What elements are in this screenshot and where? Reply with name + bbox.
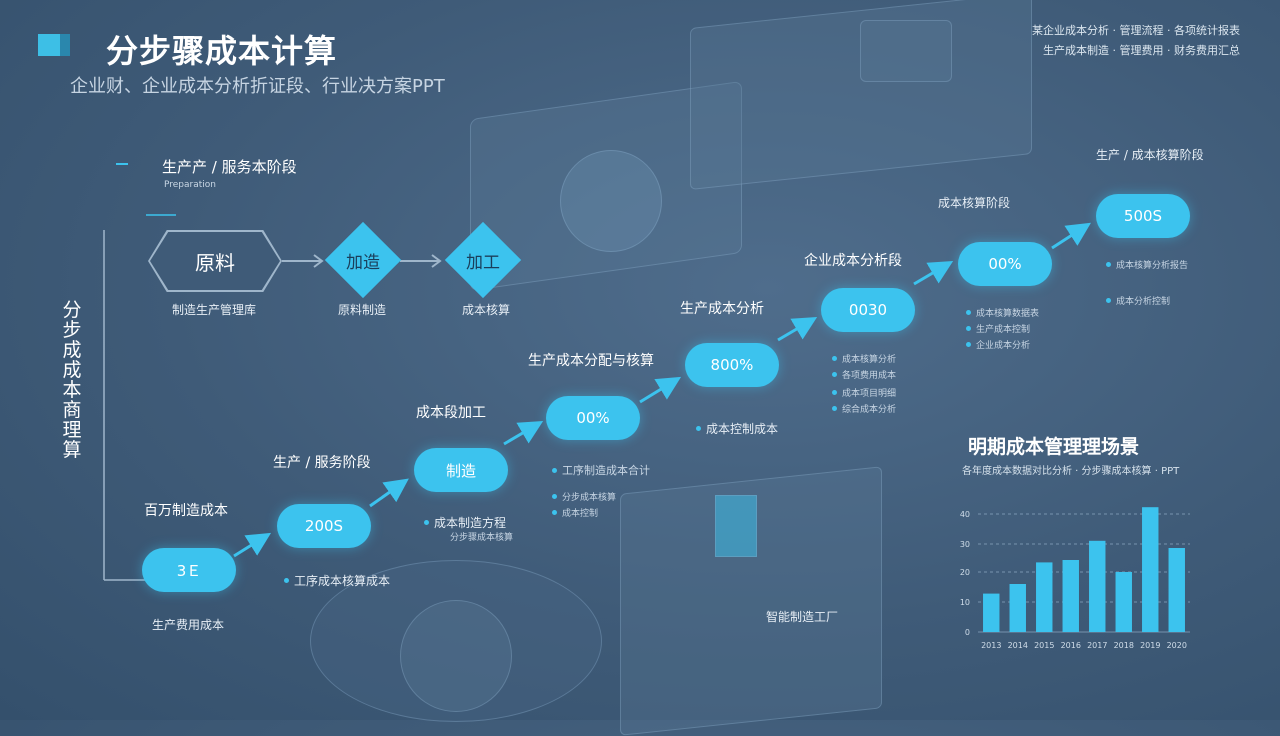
step-6-bullet-2: 各项费用成本 (832, 368, 896, 381)
step-1-bottom-label: 生产费用成本 (152, 618, 225, 632)
diamond-process-2: 加工 (443, 220, 523, 300)
diamond-process-1-caption: 原料制造 (338, 303, 387, 317)
step-8-bullet-2: 成本分析控制 (1106, 294, 1170, 307)
top-right-line-2: 生产成本制造 · 管理费用 · 财务费用汇总 (1043, 44, 1240, 57)
step-4-pill: 00% (546, 396, 640, 440)
diamond-process-1: 加造 (323, 220, 403, 300)
step-7-bullet-2: 生产成本控制 (966, 322, 1030, 335)
top-right-line-1: 某企业成本分析 · 管理流程 · 各项统计报表 (1032, 24, 1240, 37)
vertical-axis-label: 分步成成本商理算 (62, 299, 82, 461)
background-gear (400, 600, 512, 712)
y-tick-label: 40 (960, 510, 970, 519)
step-5-pill: 800% (685, 343, 779, 387)
page-subtitle: 企业财、企业成本分析折证段、行业决方案PPT (70, 76, 445, 97)
top-right-step-label: 生产 / 成本核算阶段 (1096, 148, 1204, 162)
bar-2013 (983, 593, 1000, 632)
title-mark (38, 34, 70, 56)
step-8-pill: 500S (1096, 194, 1190, 238)
x-tick-label: 2014 (1008, 641, 1028, 650)
y-tick-label: 0 (965, 628, 970, 637)
x-tick-label: 2013 (981, 641, 1001, 650)
y-tick-label: 20 (960, 568, 970, 577)
bar-2016 (1062, 560, 1079, 632)
chart-subtitle: 各年度成本数据对比分析 · 分步骤成本核算 · PPT (962, 466, 1180, 477)
x-tick-label: 2020 (1167, 641, 1187, 650)
connector-lines (103, 163, 442, 581)
step-6-bullet-3: 成本项目明细 (832, 386, 896, 399)
step-3-pill: 制造 (414, 448, 508, 492)
bar-chart: 0 10 20 30 40 2013 2014 2015 2016 2017 2018 2019 202… (960, 507, 1190, 650)
step-2-top-label: 生产 / 服务阶段 (273, 455, 371, 471)
step-7-bullet-3: 企业成本分析 (966, 338, 1030, 351)
x-tick-label: 2018 (1114, 641, 1134, 650)
step-4-bullet-2: 分步成本核算 (552, 490, 616, 503)
step-6-pill: 0030 (821, 288, 915, 332)
step-7-top-label: 企业成本分析段 (804, 253, 902, 269)
step-5-bullet: 成本控制成本 (696, 420, 778, 437)
y-tick-label: 10 (960, 598, 970, 607)
background-dial (560, 150, 662, 252)
diamond-process-2-caption: 成本核算 (462, 303, 511, 317)
step-6-bullet-1: 成本核算分析 (832, 352, 896, 365)
diamond-process-1-label: 加造 (346, 252, 380, 273)
bar-2015 (1036, 562, 1053, 632)
chart-title: 明期成本管理理场景 (968, 436, 1140, 458)
background-disk (860, 20, 952, 82)
x-tick-label: 2016 (1061, 641, 1081, 650)
step-2-bullet: 工序成本核算成本 (284, 572, 390, 589)
stage-title: 生产产 / 服务本阶段 (162, 158, 297, 176)
step-4-bullet-3: 成本控制 (552, 506, 598, 519)
diamond-process-2-label: 加工 (466, 252, 500, 273)
step-5-top-label: 生产成本分配与核算 (528, 353, 654, 369)
bar-2019 (1142, 507, 1159, 632)
step-arrows (233, 222, 1092, 558)
step-4-bullet-1: 工序制造成本合计 (552, 462, 650, 478)
page-title: 分步骤成本计算 (106, 32, 338, 70)
x-tick-label: 2017 (1087, 641, 1107, 650)
stage-caption: Preparation (164, 180, 216, 190)
step-6-bullet-4: 综合成本分析 (832, 402, 896, 415)
bar-2020 (1168, 548, 1185, 632)
step-2-pill: 200S (277, 504, 371, 548)
x-tick-label: 2019 (1140, 641, 1160, 650)
bar-2014 (1009, 584, 1026, 632)
hex-caption: 制造生产管理库 (172, 303, 257, 317)
y-tick-label: 30 (960, 540, 970, 549)
step-3-bullet-1: 成本制造方程 (424, 514, 506, 531)
step-8-bullet-1: 成本核算分析报告 (1106, 258, 1188, 271)
background-tower (715, 495, 757, 557)
step-8-top-label: 成本核算阶段 (938, 196, 1011, 210)
step-1-pill: 3Ｅ (142, 548, 236, 592)
factory-label: 智能制造工厂 (766, 610, 839, 624)
step-7-bullet-1: 成本核算数据表 (966, 306, 1039, 319)
step-4-top-label: 成本段加工 (416, 405, 486, 421)
step-3-bullet-2: 分步骤成本核算 (450, 533, 514, 543)
bar-2018 (1115, 572, 1132, 632)
step-7-pill: 00% (958, 242, 1052, 286)
hex-raw-material: 原料 (150, 232, 280, 290)
bar-2017 (1089, 540, 1106, 632)
step-6-top-label: 生产成本分析 (680, 301, 764, 317)
step-1-top-label: 百万制造成本 (144, 503, 228, 519)
x-tick-label: 2015 (1034, 641, 1054, 650)
